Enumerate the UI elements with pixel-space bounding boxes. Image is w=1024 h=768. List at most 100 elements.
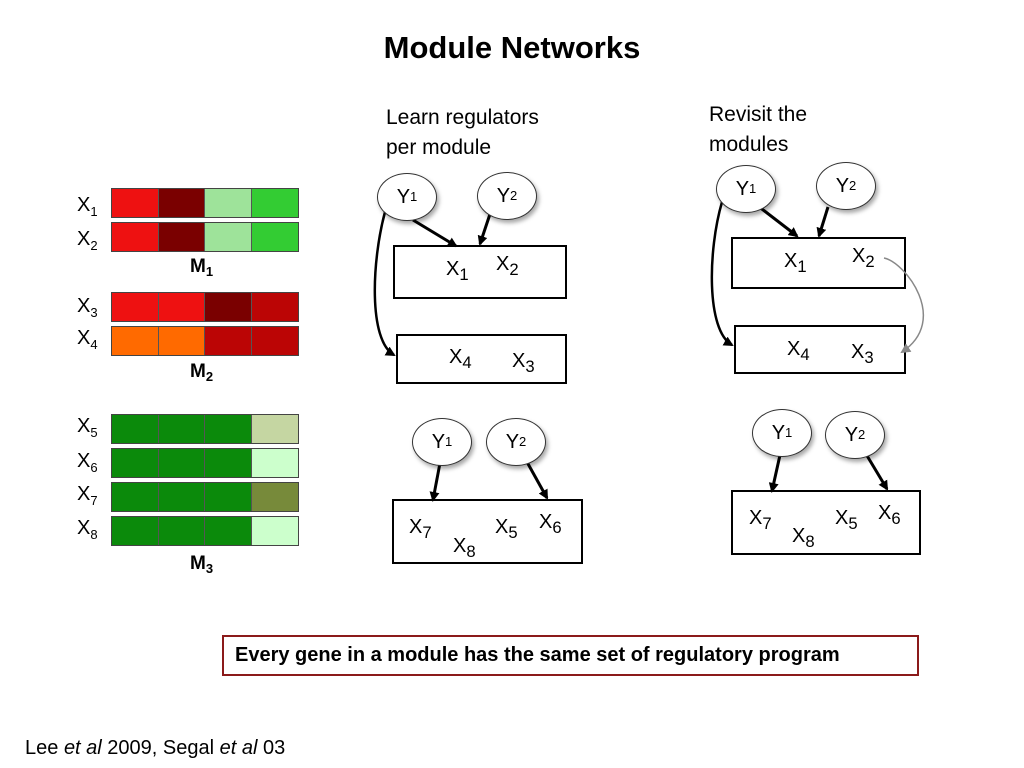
gene-text: X xyxy=(835,507,849,529)
heatmap-cell xyxy=(251,415,298,443)
gene-subscript: 8 xyxy=(466,542,476,561)
module-label-subscript: 3 xyxy=(205,561,214,576)
node-label: Y xyxy=(396,185,411,208)
gene-label-x2: X2 xyxy=(77,229,98,252)
gene-label-text: X xyxy=(77,450,91,472)
module-m1-block xyxy=(111,188,299,252)
heatmap-cell xyxy=(158,449,205,477)
gene-label-subscript: 6 xyxy=(90,460,98,475)
heatmap-row xyxy=(111,448,299,478)
gene-subscript: 3 xyxy=(864,348,874,367)
gene-label-x5: X5 xyxy=(77,415,98,439)
gene-text: X xyxy=(453,535,467,557)
citation-text: 2009, Segal xyxy=(101,737,220,759)
gene-label-subscript: 7 xyxy=(90,493,98,508)
gene-x8: X8 xyxy=(792,525,815,552)
heatmap-cell xyxy=(112,415,159,443)
gene-subscript: 7 xyxy=(762,514,772,533)
citation: Lee et al 2009, Segal et al 03 xyxy=(25,737,285,760)
heatmap-cell xyxy=(112,327,159,355)
module-box-m1-learn xyxy=(393,245,567,299)
gene-subscript: 4 xyxy=(462,353,472,372)
gene-x4: X4 xyxy=(449,346,472,373)
heatmap-cell xyxy=(251,449,298,477)
heatmap-cell xyxy=(205,483,252,511)
node-label: Y xyxy=(844,423,859,446)
citation-text: Lee xyxy=(25,737,64,759)
module-label-text: M xyxy=(190,256,206,277)
key-point-callout: Every gene in a module has the same set … xyxy=(222,635,919,676)
arrow-y1-to-m2-revisit xyxy=(710,201,734,347)
arrow-y1-to-m1 xyxy=(412,218,458,248)
module-m3-block xyxy=(111,414,299,546)
gene-label-x1: X1 xyxy=(77,194,98,218)
gene-subscript: 5 xyxy=(508,523,518,542)
gene-x2: X2 xyxy=(496,253,519,280)
gene-subscript: 8 xyxy=(805,532,815,551)
gene-label-subscript: 2 xyxy=(90,238,98,253)
gene-label-x8: X8 xyxy=(77,518,98,541)
heatmap-cell xyxy=(251,483,298,511)
module-label-subscript: 2 xyxy=(205,369,214,384)
gene-label-subscript: 5 xyxy=(90,425,98,440)
gene-text: X xyxy=(449,346,463,368)
arrow-y2-to-m3 xyxy=(525,461,549,500)
node-label: Y xyxy=(505,430,520,453)
key-point-text: Every gene in a module has the same set … xyxy=(235,644,840,666)
module-m2-block xyxy=(111,292,299,356)
gene-text: X xyxy=(792,525,806,547)
gene-subscript: 7 xyxy=(422,523,432,542)
heatmap-cell xyxy=(158,517,205,545)
gene-text: X xyxy=(787,338,801,360)
node-label: Y xyxy=(771,421,786,444)
heatmap-cell xyxy=(251,517,298,545)
arrow-y2-to-m1-revisit xyxy=(816,206,830,238)
gene-x7: X7 xyxy=(409,516,432,543)
heatmap-cell xyxy=(112,483,159,511)
gene-label-text: X xyxy=(77,415,91,437)
heatmap-cell xyxy=(158,483,205,511)
gene-subscript: 6 xyxy=(552,518,562,537)
heatmap-row xyxy=(111,222,299,252)
gene-label-text: X xyxy=(77,194,91,216)
heatmap-cell xyxy=(158,415,205,443)
node-label: Y xyxy=(496,184,511,207)
gene-label-x4: X4 xyxy=(77,328,98,351)
gene-text: X xyxy=(851,341,865,363)
module-label-m3: M3 xyxy=(190,553,213,575)
citation-text: 03 xyxy=(257,737,286,759)
gene-x4: X4 xyxy=(787,338,810,365)
gene-subscript: 2 xyxy=(865,252,875,271)
gene-x1: X1 xyxy=(446,258,469,285)
node-label: Y xyxy=(431,430,446,453)
heatmap-cell xyxy=(205,449,252,477)
gene-text: X xyxy=(512,350,526,372)
heatmap-row xyxy=(111,414,299,444)
gene-subscript: 5 xyxy=(848,514,858,533)
heatmap-cell xyxy=(112,223,159,251)
gene-label-subscript: 4 xyxy=(90,337,98,352)
gene-subscript: 3 xyxy=(525,357,535,376)
gene-label-text: X xyxy=(77,483,91,505)
gene-text: X xyxy=(878,502,892,524)
gene-text: X xyxy=(749,507,763,529)
gene-x5: X5 xyxy=(835,507,858,534)
revisit-modules-caption: Revisit the modules xyxy=(709,103,808,156)
module-box-m3-revisit xyxy=(731,490,921,555)
gene-text: X xyxy=(539,511,553,533)
module-box-m3-learn xyxy=(392,499,583,564)
gene-text: X xyxy=(495,516,509,538)
heatmap-cell xyxy=(205,517,252,545)
gene-subscript: 2 xyxy=(509,260,519,279)
heatmap-cell xyxy=(205,327,252,355)
gene-x8: X8 xyxy=(453,535,476,562)
gene-x2: X2 xyxy=(852,245,875,272)
heatmap-cell xyxy=(205,293,252,321)
module-box-m2-learn xyxy=(396,334,567,384)
gene-label-subscript: 8 xyxy=(90,527,98,542)
